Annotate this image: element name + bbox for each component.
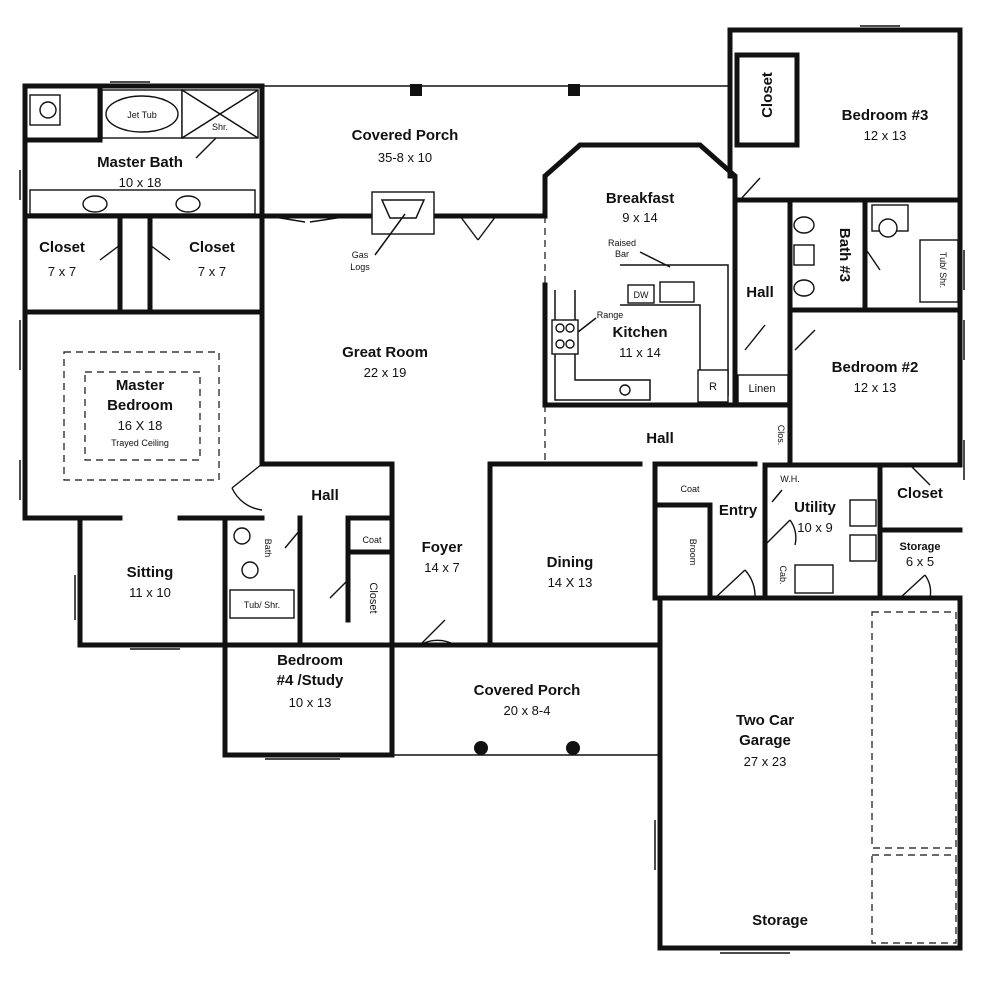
garage-storage-label: Storage <box>752 912 808 929</box>
storage-small-dim: 6 x 5 <box>906 554 934 569</box>
refrigerator-label: R <box>709 381 717 393</box>
sitting-name: Sitting <box>127 564 174 581</box>
covered-porch-back-name: Covered Porch <box>352 127 459 144</box>
bedroom2-dim: 12 x 13 <box>854 380 897 395</box>
great-room-dim: 22 x 19 <box>364 365 407 380</box>
bedroom4-dim: 10 x 13 <box>289 695 332 710</box>
coat-right-label: Coat <box>680 484 700 494</box>
wh-label: W.H. <box>780 474 800 484</box>
closet-left-1-name: Closet <box>39 239 85 256</box>
great-room-name: Great Room <box>342 344 428 361</box>
tub-shr-right-label: Tub/ Shr. <box>938 252 948 288</box>
dining-name: Dining <box>547 554 594 571</box>
garage-name-2: Garage <box>739 732 791 749</box>
master-bedroom-dim: 16 X 18 <box>118 418 163 433</box>
closet-right-label: Closet <box>897 485 943 502</box>
master-bath-name: Master Bath <box>97 154 183 171</box>
closet-left-1-dim: 7 x 7 <box>48 264 76 279</box>
hall-right-label: Hall <box>746 284 774 301</box>
bedroom3-dim: 12 x 13 <box>864 128 907 143</box>
coat-left-label: Coat <box>362 535 382 545</box>
jet-tub-label: Jet Tub <box>127 110 157 120</box>
dining-dim: 14 X 13 <box>548 575 593 590</box>
cab-label: Cab. <box>778 565 788 584</box>
covered-porch-front-name: Covered Porch <box>474 682 581 699</box>
foyer-dim: 14 x 7 <box>424 560 459 575</box>
garage-name-1: Two Car <box>736 712 794 729</box>
bath3-label: Bath #3 <box>836 228 853 282</box>
closet-b3-label: Closet <box>759 72 776 118</box>
bedroom4-name-1: Bedroom <box>277 652 343 669</box>
hall-center-label: Hall <box>646 430 674 447</box>
dashed-lines <box>63 216 957 944</box>
raised-bar-1: Raised <box>608 238 636 248</box>
master-bedroom-note: Trayed Ceiling <box>111 438 169 448</box>
closet-left-2-name: Closet <box>189 239 235 256</box>
storage-small-name: Storage <box>900 541 941 553</box>
range-label: Range <box>597 310 624 320</box>
kitchen-name: Kitchen <box>612 324 667 341</box>
hall-left-label: Hall <box>311 487 339 504</box>
shower-label: Shr. <box>212 122 228 132</box>
master-bedroom-name-2: Bedroom <box>107 397 173 414</box>
breakfast-name: Breakfast <box>606 190 674 207</box>
dw-label: DW <box>634 290 649 300</box>
master-bedroom-name-1: Master <box>116 377 165 394</box>
gas-logs-1: Gas <box>352 250 369 260</box>
entry-label: Entry <box>719 502 758 519</box>
utility-name: Utility <box>794 499 836 516</box>
linen-label: Linen <box>749 383 776 395</box>
bedroom4-name-2: #4 /Study <box>277 672 344 689</box>
fixtures <box>29 84 959 755</box>
foyer-name: Foyer <box>422 539 463 556</box>
sitting-dim: 11 x 10 <box>129 585 171 600</box>
bath-b4-label: Bath <box>263 539 273 558</box>
breakfast-dim: 9 x 14 <box>622 210 657 225</box>
labels: Covered Porch 35-8 x 10 Master Bath 10 x… <box>39 72 948 929</box>
tub-shr-left-label: Tub/ Shr. <box>244 600 280 610</box>
garage-dim: 27 x 23 <box>744 754 787 769</box>
master-bath-dim: 10 x 18 <box>119 175 162 190</box>
kitchen-dim: 11 x 14 <box>619 345 661 360</box>
closet-left-2-dim: 7 x 7 <box>198 264 226 279</box>
bedroom3-name: Bedroom #3 <box>842 107 929 124</box>
raised-bar-2: Bar <box>615 249 629 259</box>
covered-porch-back-dim: 35-8 x 10 <box>378 150 432 165</box>
closet-b4-label: Closet <box>367 582 379 613</box>
broom-label: Broom <box>688 539 698 566</box>
gas-logs-2: Logs <box>350 262 370 272</box>
covered-porch-front-dim: 20 x 8-4 <box>504 703 551 718</box>
utility-dim: 10 x 9 <box>797 520 832 535</box>
bedroom2-name: Bedroom #2 <box>832 359 919 376</box>
clos-small-label: Clos. <box>776 425 786 446</box>
windows <box>19 25 965 954</box>
